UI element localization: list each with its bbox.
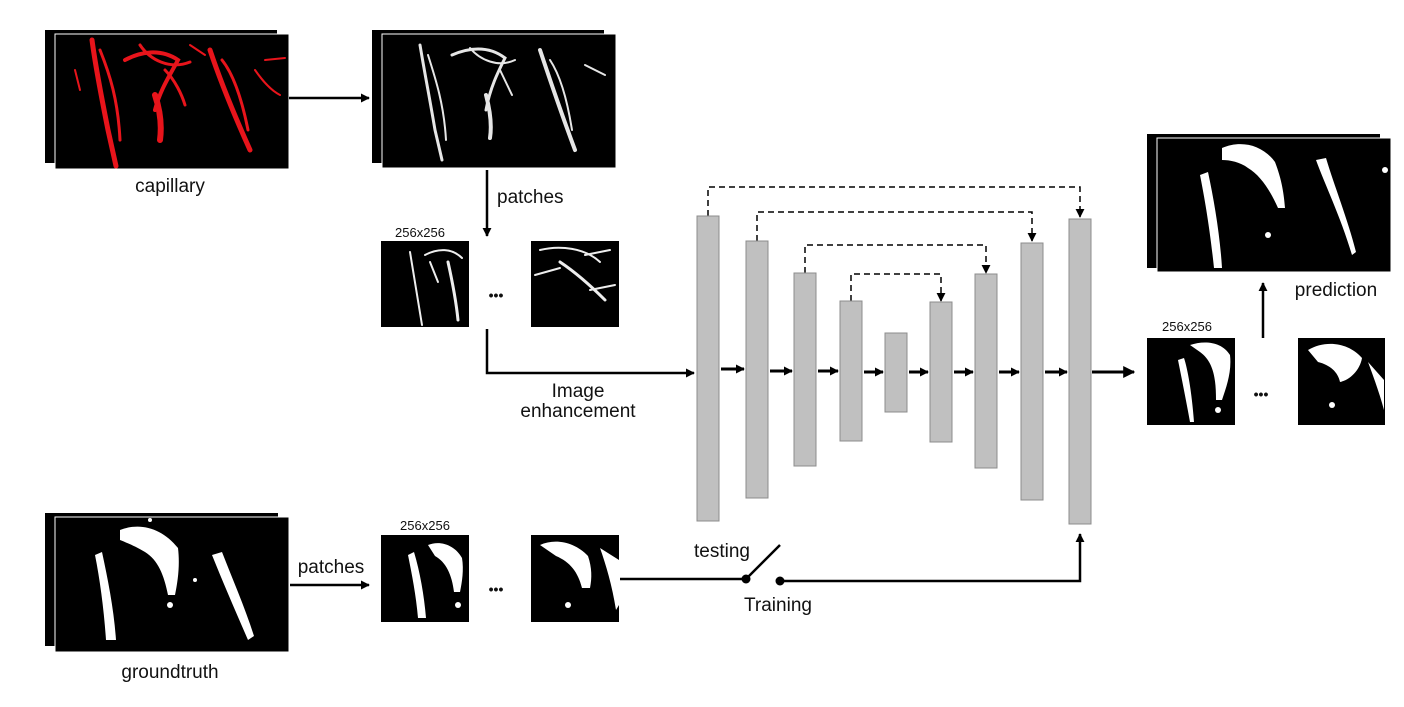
ellipsis-right: ••• [1254, 386, 1269, 402]
encoder-block-3 [793, 272, 817, 467]
encoder-block-1 [696, 215, 720, 522]
decoder-block-2 [1020, 242, 1044, 501]
enhanced-image-stack [372, 30, 617, 169]
arrow-to-unet [485, 329, 695, 378]
ellipsis-top: ••• [489, 287, 504, 303]
output-patch-1 [1147, 338, 1235, 425]
patches-bottom-label: patches [298, 557, 365, 578]
patch-bottom-1 [381, 535, 469, 622]
prediction-image-stack [1147, 134, 1392, 273]
training-label: Training [744, 595, 812, 616]
decoder-block-4 [929, 301, 953, 443]
groundtruth-image-stack [45, 513, 290, 653]
prediction-label: prediction [1295, 280, 1377, 301]
patch-size-bottom: 256x256 [400, 518, 450, 533]
capillary-label: capillary [135, 176, 205, 197]
capillary-vessels [74, 37, 286, 169]
patch-top-1 [381, 241, 469, 327]
bottleneck-block [884, 332, 908, 413]
decoder-block-1 [1068, 218, 1092, 525]
encoder-block-4 [839, 300, 863, 442]
capillary-image-stack [45, 30, 290, 170]
switch-lever [745, 544, 781, 580]
patch-top-2 [531, 241, 619, 327]
skip-connections [707, 186, 1085, 302]
unet-flow-arrows [721, 364, 1068, 377]
patch-size-right: 256x256 [1162, 319, 1212, 334]
unet-model [696, 186, 1092, 525]
image-label: Image [552, 381, 605, 402]
unet-blocks [696, 215, 1092, 525]
groundtruth-label: groundtruth [121, 662, 218, 683]
enhanced-vessels [418, 43, 606, 162]
patch-size-top: 256x256 [395, 225, 445, 240]
testing-label: testing [694, 541, 750, 562]
arrow-training-to-unet [780, 533, 1085, 583]
output-patch-2 [1298, 338, 1385, 425]
decoder-block-3 [974, 273, 998, 469]
training-testing-switch [620, 544, 785, 586]
patches-top-label: patches [497, 187, 564, 208]
ellipsis-bottom: ••• [489, 581, 504, 597]
enhancement-label: enhancement [520, 401, 636, 422]
patch-bottom-2 [531, 535, 619, 622]
encoder-block-2 [745, 240, 769, 499]
